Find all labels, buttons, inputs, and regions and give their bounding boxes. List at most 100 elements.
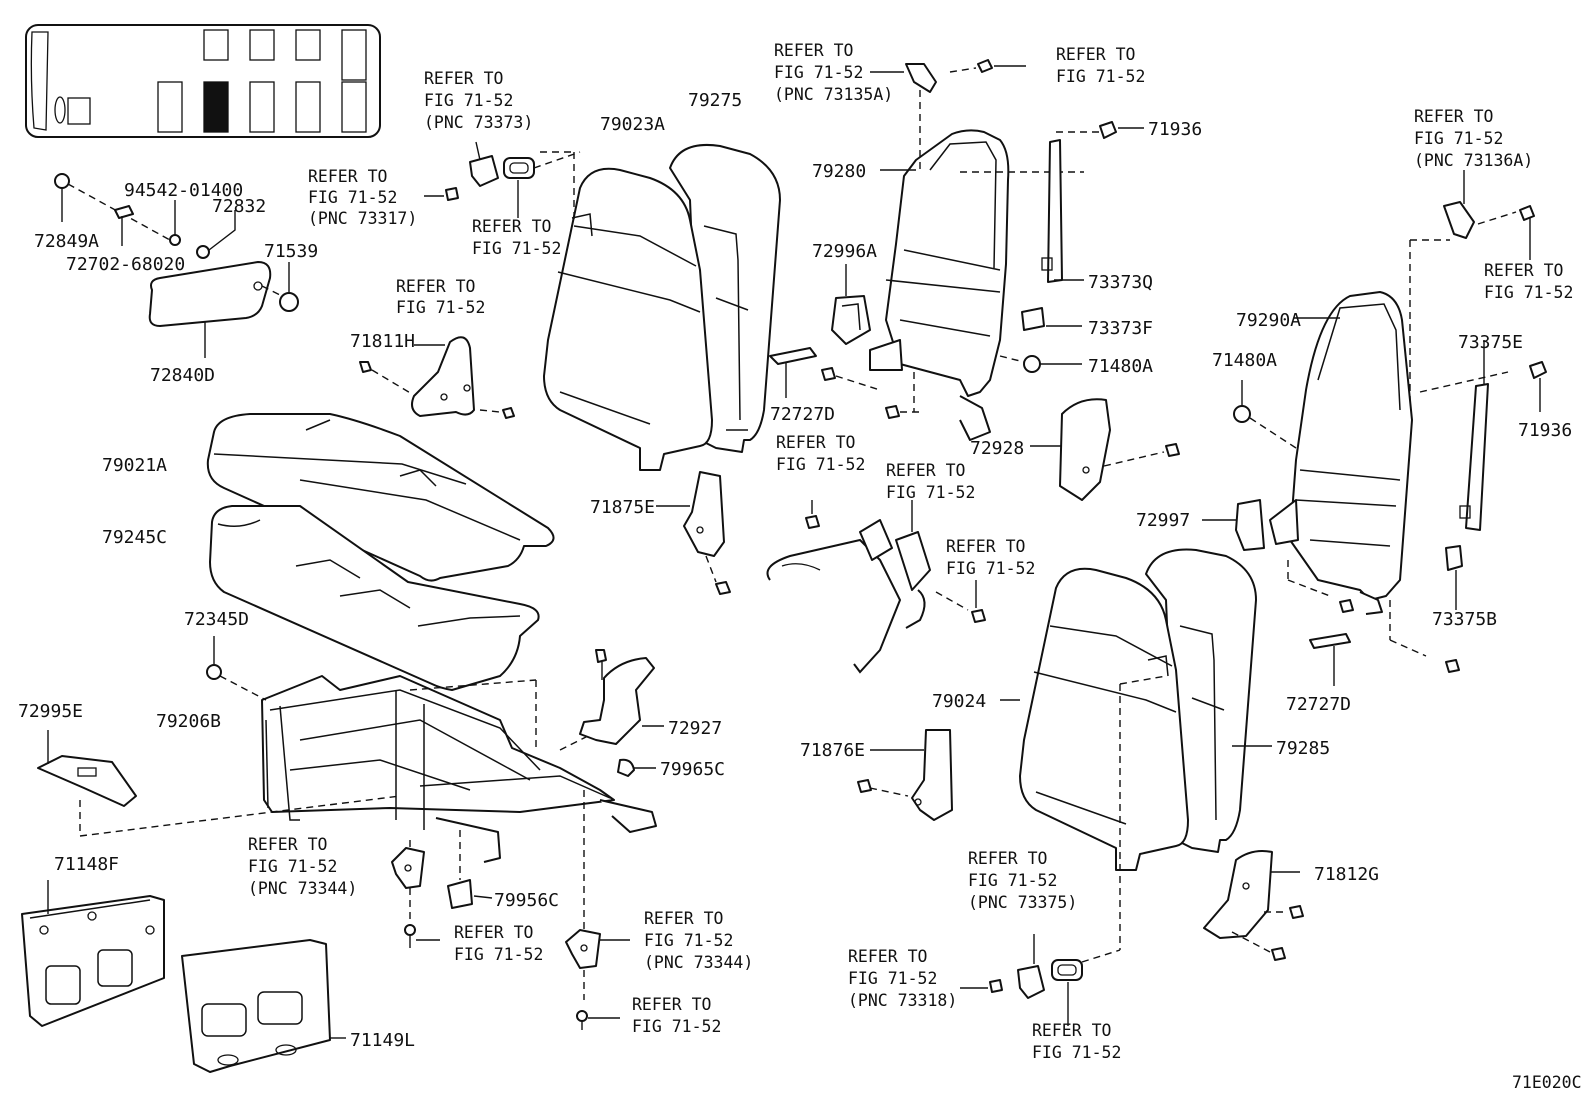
label-71811h: 71811H (350, 331, 415, 352)
bracket-73135a (870, 59, 1026, 93)
refer-callout-11: REFER TO FIG 71-52 (946, 537, 1035, 578)
label-72727d-right: 72727D (1286, 694, 1351, 715)
rail-73375e (1459, 340, 1489, 531)
refer-callout-3: REFER TO FIG 71-52 (472, 217, 561, 258)
refer-callout-17: REFER TO FIG 71-52 (PNC 73318) (848, 947, 957, 1010)
seatback-frame-79280 (869, 90, 1100, 441)
label-73373f: 73373F (1088, 318, 1153, 339)
label-72840d: 72840D (150, 365, 215, 386)
label-71149l: 71149L (350, 1030, 415, 1051)
bracket-73344-a (391, 847, 440, 948)
part-labels: 72849A 94542-01400 72832 72702-68020 715… (18, 90, 1572, 1051)
bracket-73136a (1443, 170, 1535, 260)
refer-callout-13: REFER TO FIG 71-52 (454, 923, 543, 964)
seatback-cover-79024 (1000, 567, 1189, 963)
label-73375e: 73375E (1458, 332, 1523, 353)
refer-callout-10: REFER TO FIG 71-52 (886, 461, 975, 502)
pad-73375b (1445, 545, 1463, 610)
knob-71480a-left (999, 355, 1082, 373)
label-79956c: 79956C (494, 890, 559, 911)
bracket-71811h (359, 336, 515, 419)
pad-72727d-left (769, 347, 817, 398)
label-71876e: 71876E (800, 740, 865, 761)
seat-cushion-cover (206, 413, 555, 582)
label-71812g: 71812G (1314, 864, 1379, 885)
cover-72928 (1030, 398, 1180, 501)
seatback-frame-79290a (1269, 239, 1509, 657)
refer-callout-18: REFER TO FIG 71-52 (1032, 1021, 1121, 1062)
label-71875e: 71875E (590, 497, 655, 518)
label-79290a: 79290A (1236, 310, 1301, 331)
label-72727d-left: 72727D (770, 404, 835, 425)
label-71936-right: 71936 (1518, 420, 1572, 441)
refer-callout-8: REFER TO FIG 71-52 (1484, 261, 1573, 302)
bracket-71875e (656, 471, 731, 595)
cover-72995e (37, 730, 401, 837)
armrest-body (148, 261, 272, 327)
armrest-cluster (54, 173, 299, 358)
clip-71936-b (1529, 361, 1547, 412)
label-79023a: 79023A (600, 114, 665, 135)
locator-highlight (203, 81, 229, 133)
knob-71480a-right (1233, 380, 1297, 449)
pad-73373f (1021, 307, 1082, 331)
label-72849a: 72849A (34, 231, 99, 252)
hinge-72997 (1202, 499, 1265, 551)
bracket-71812g (1203, 850, 1304, 961)
cover-71148f (21, 880, 165, 1027)
refer-callout-9: REFER TO FIG 71-52 (776, 433, 865, 474)
label-71480a-right: 71480A (1212, 350, 1277, 371)
clips-73373-73317 (424, 141, 581, 218)
clip-79956c (447, 879, 493, 909)
label-73375b: 73375B (1432, 609, 1497, 630)
refer-callout-4: REFER TO FIG 71-52 (396, 277, 485, 317)
label-79024: 79024 (932, 691, 986, 712)
nut-72345d (206, 636, 267, 701)
hinge-72996a (831, 264, 871, 345)
label-72345d: 72345D (184, 609, 249, 630)
label-72928: 72928 (970, 438, 1024, 459)
label-79965c: 79965C (660, 759, 725, 780)
label-79285: 79285 (1276, 738, 1330, 759)
refer-callouts: REFER TO FIG 71-52 (PNC 73373) REFER TO … (248, 41, 1573, 1062)
label-73373q: 73373Q (1088, 272, 1153, 293)
vehicle-locator (25, 24, 381, 138)
refer-callout-16: REFER TO FIG 71-52 (PNC 73375) (968, 849, 1077, 912)
label-72997: 72997 (1136, 510, 1190, 531)
refer-callout-6: REFER TO FIG 71-52 (1056, 45, 1145, 86)
label-79280: 79280 (812, 161, 866, 182)
label-72702-68020: 72702-68020 (66, 254, 185, 275)
cover-72927 (579, 649, 664, 745)
label-79206b: 79206B (156, 711, 221, 732)
seat-frame (261, 675, 657, 863)
bolts-79280 (821, 367, 920, 419)
refer-callout-1: REFER TO FIG 71-52 (PNC 73373) (424, 69, 533, 132)
label-79275: 79275 (688, 90, 742, 111)
label-72995e: 72995E (18, 701, 83, 722)
label-71936-top: 71936 (1148, 119, 1202, 140)
label-72927: 72927 (668, 718, 722, 739)
refer-callout-15: REFER TO FIG 71-52 (632, 995, 721, 1036)
clip-79965c (617, 758, 656, 777)
bolts-79290a (1339, 599, 1460, 673)
bracket-71876e (857, 729, 953, 821)
label-94542-01400: 94542-01400 (124, 180, 243, 201)
seat-cushion-pad (209, 505, 540, 691)
refer-callout-14: REFER TO FIG 71-52 (PNC 73344) (644, 909, 753, 972)
pad-72727d-right (1309, 633, 1351, 686)
label-72996a: 72996A (812, 241, 877, 262)
seatback-cover-79023a (540, 151, 713, 471)
refer-callout-12: REFER TO FIG 71-52 (PNC 73344) (248, 835, 357, 898)
seat-belt-assembly (766, 500, 986, 674)
refer-callout-7: REFER TO FIG 71-52 (PNC 73136A) (1414, 107, 1533, 170)
label-71480a-left: 71480A (1088, 356, 1153, 377)
refer-callout-2: REFER TO FIG 71-52 (PNC 73317) (308, 167, 417, 228)
diagram-code: 71E020C (1512, 1073, 1582, 1092)
label-72832: 72832 (212, 196, 266, 217)
rail-73373q (1041, 139, 1084, 283)
label-71148f: 71148F (54, 854, 119, 875)
clip-71936-a (1099, 121, 1144, 139)
bracket-73344-b (565, 929, 630, 1030)
